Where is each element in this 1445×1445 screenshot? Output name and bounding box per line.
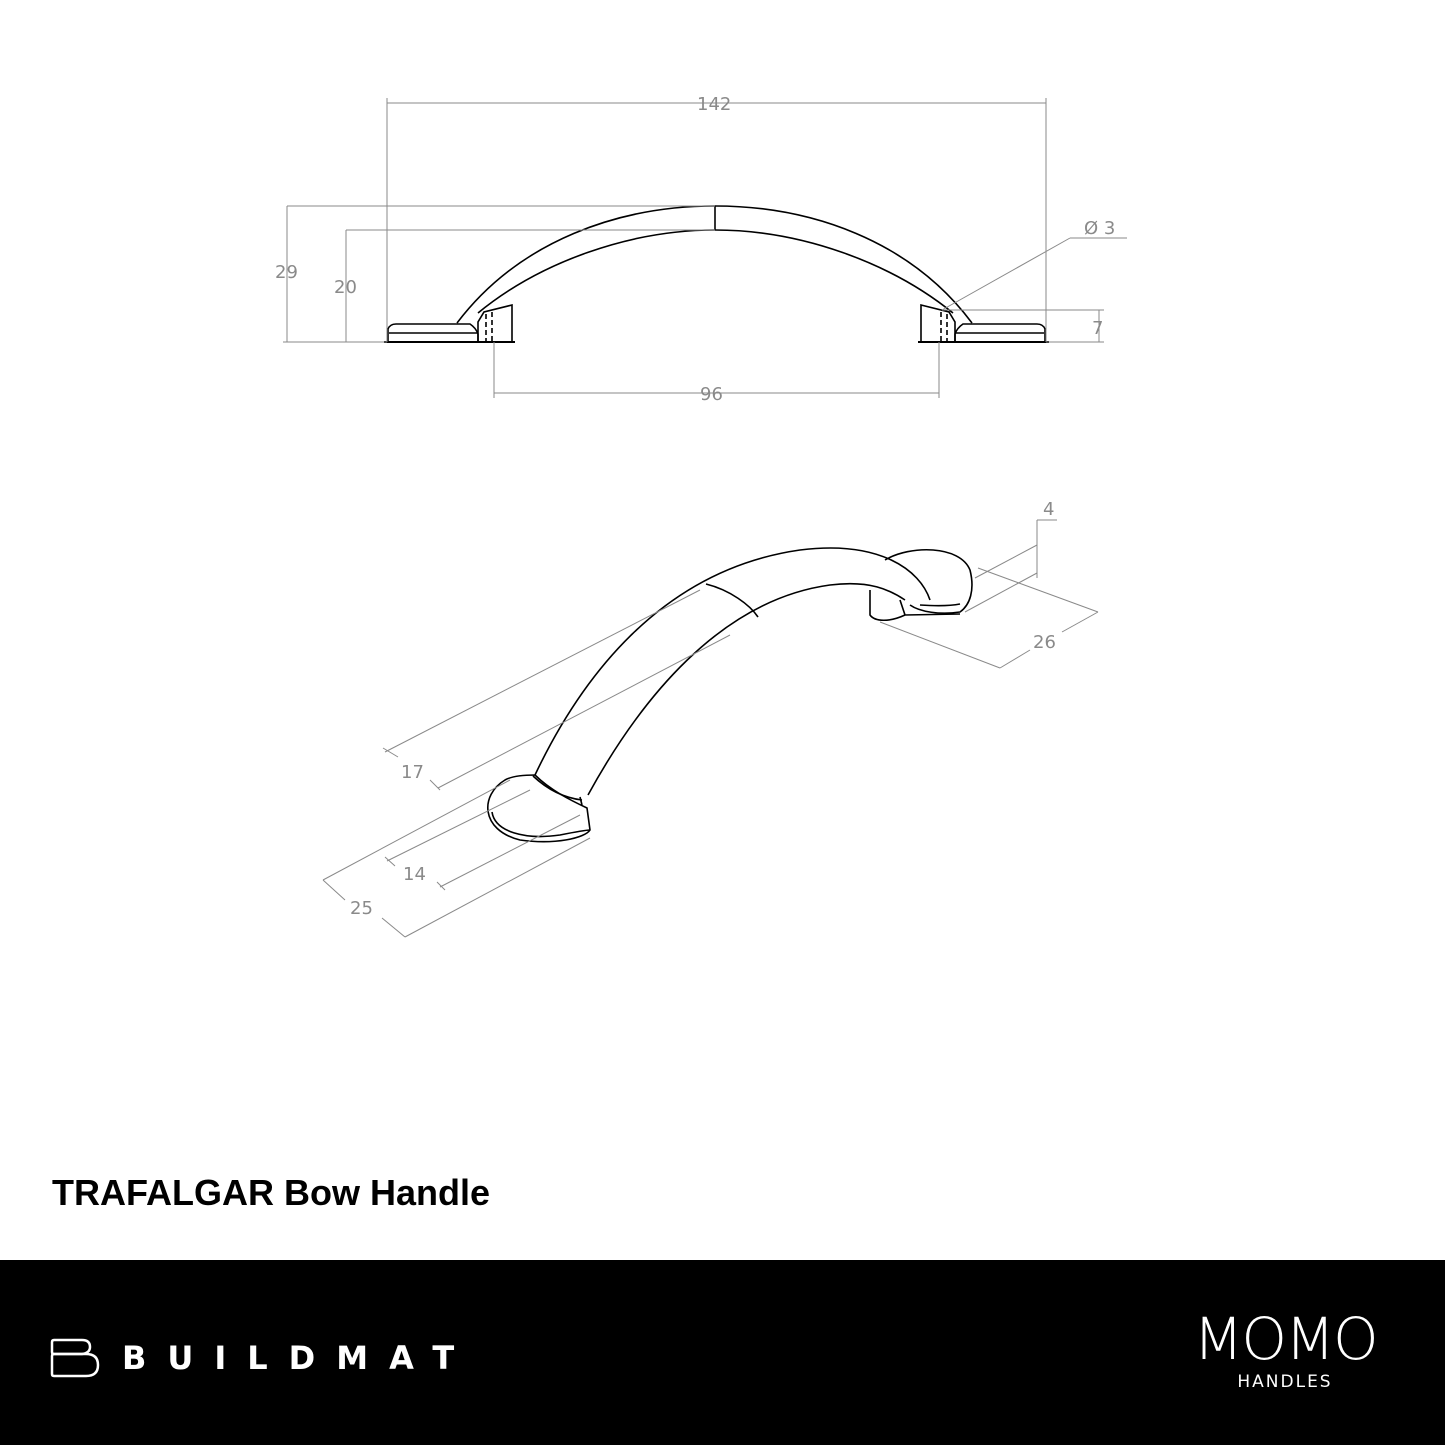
buildmat-wordmark: BUILDMAT <box>122 1339 476 1377</box>
brand-footer: BUILDMAT MOMO HANDLES <box>0 1260 1445 1445</box>
product-title: TRAFALGAR Bow Handle <box>52 1172 490 1213</box>
iso-dimension-lines <box>322 519 1099 938</box>
front-handle-outline <box>384 205 1049 343</box>
dim-overall-length: 142 <box>697 94 731 115</box>
dim-grip-width: 17 <box>401 762 424 783</box>
dim-foot-offset: 4 <box>1043 499 1054 520</box>
momo-wordmark: MOMO <box>1193 1305 1378 1373</box>
front-view: 142 29 20 Ø 3 7 96 <box>275 94 1127 405</box>
dim-foot-inner: 14 <box>403 864 426 885</box>
iso-handle-outline <box>487 547 973 843</box>
technical-drawing: 142 29 20 Ø 3 7 96 <box>275 94 1127 938</box>
dim-hole-centres: 96 <box>700 384 723 405</box>
handles-wordmark: HANDLES <box>1237 1372 1333 1392</box>
dim-foot-depth-right: 26 <box>1033 632 1056 653</box>
dim-base-thickness: 7 <box>1092 318 1103 339</box>
buildmat-logo: BUILDMAT <box>50 1337 475 1379</box>
momo-handles-logo: MOMO HANDLES <box>1180 1310 1390 1392</box>
dim-overall-height: 29 <box>275 262 298 283</box>
dim-hole-diameter: Ø 3 <box>1084 218 1115 239</box>
iso-view: 4 26 17 14 25 <box>322 499 1099 938</box>
buildmat-b-icon <box>50 1338 100 1378</box>
dim-foot-depth-left: 25 <box>350 898 373 919</box>
dim-inner-height: 20 <box>334 277 357 298</box>
front-dimension-lines <box>283 98 1127 398</box>
